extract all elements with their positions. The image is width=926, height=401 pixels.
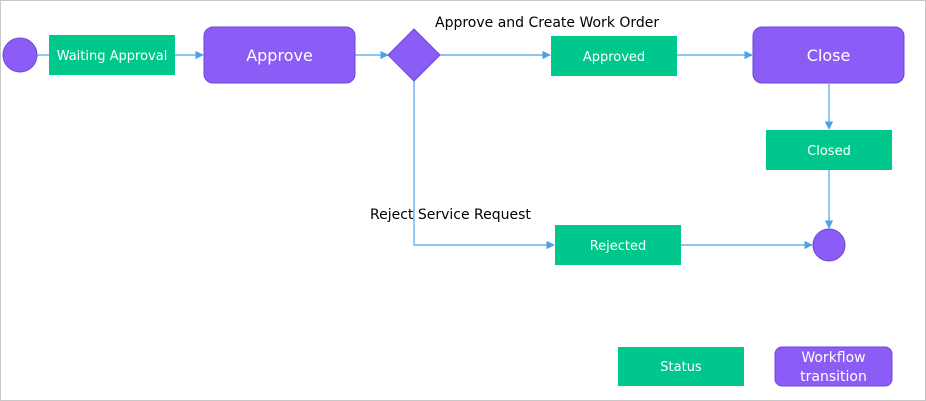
decision-diamond [387, 28, 441, 82]
end-event [812, 228, 846, 262]
status-rejected [555, 225, 681, 265]
legend-status-swatch [618, 347, 744, 386]
edge-label-reject-service-request: Reject Service Request [370, 207, 531, 223]
legend-transition-swatch [774, 346, 893, 387]
transition-approve [203, 26, 356, 84]
status-closed-label: Closed [807, 144, 851, 159]
legend-status-label: Status [660, 360, 702, 375]
legend-transition-label-line1: Workflow [801, 350, 865, 366]
status-approved [551, 36, 677, 76]
transition-close-label: Close [807, 46, 851, 65]
status-waiting-approval [49, 35, 175, 75]
legend-transition-label-line2: transition [800, 369, 867, 385]
status-approved-label: Approved [583, 50, 645, 65]
status-rejected-label: Rejected [590, 239, 647, 254]
status-waiting-approval-label: Waiting Approval [57, 49, 168, 64]
connector-decision-to-rejected [413, 80, 555, 250]
transition-close [752, 26, 905, 84]
transition-approve-label: Approve [246, 46, 313, 65]
status-closed [766, 130, 892, 170]
edge-label-approve-and-create: Approve and Create Work Order [435, 15, 659, 31]
start-event [2, 37, 38, 73]
